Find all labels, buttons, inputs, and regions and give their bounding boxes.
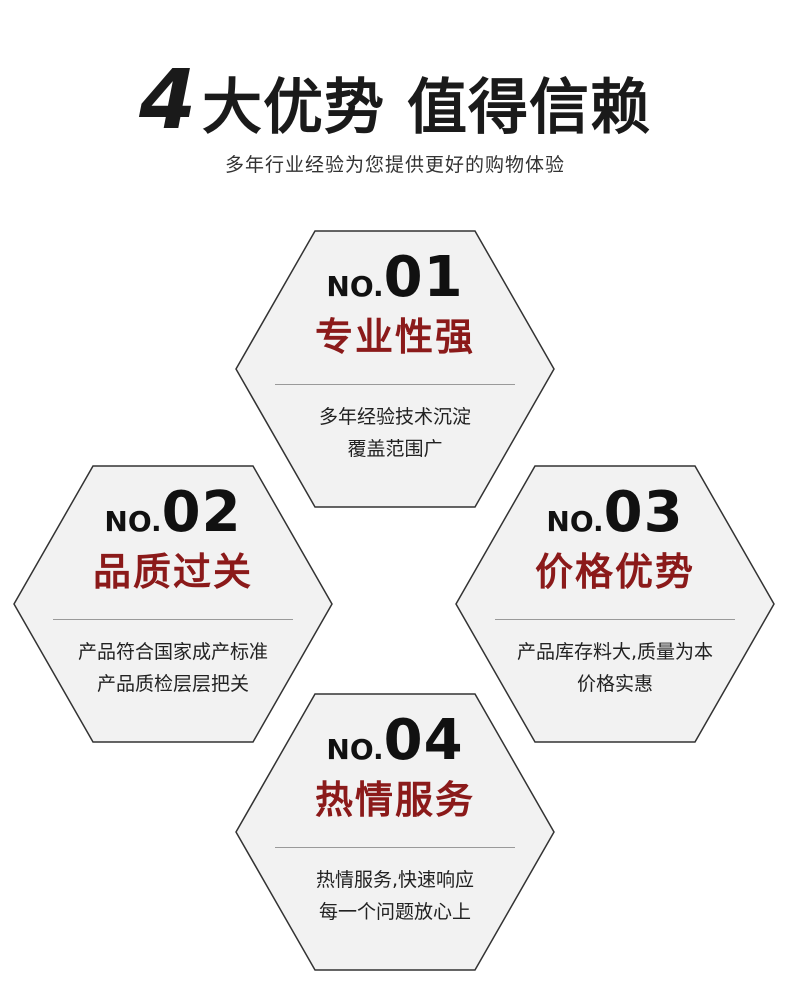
item-title: 热情服务 [314,778,475,822]
item-title: 价格优势 [534,550,695,594]
item-description-line-1: 产品符合国家成产标准 [77,641,268,663]
item-number-prefix: NO. [326,733,384,766]
item-description-line-2: 覆盖范围广 [347,438,443,460]
item-divider [275,847,515,848]
title-part-2: 值得信赖 [407,73,652,143]
title-number: 4 [138,53,197,148]
item-description-line-1: 热情服务,快速响应 [315,869,475,891]
hexagon-shape [13,465,333,743]
item-divider [275,384,515,385]
item-description-line-1: 产品库存料大,质量为本 [516,641,714,663]
hexagon-shape [235,693,555,971]
item-divider [53,619,293,620]
item-number-prefix: NO. [104,505,162,538]
item-description-line-1: 多年经验技术沉淀 [318,406,471,428]
advantage-card-02: NO.02 品质过关 产品符合国家成产标准 产品质检层层把关 [13,465,333,743]
item-title: 品质过关 [92,550,253,594]
item-description-line-2: 产品质检层层把关 [96,673,249,695]
item-number: NO.02 [13,485,333,541]
item-number-digits: 01 [383,245,464,310]
item-description-line-2: 价格实惠 [576,673,653,695]
item-number: NO.04 [235,713,555,769]
advantage-card-01: NO.01 专业性强 多年经验技术沉淀 覆盖范围广 [235,230,555,508]
advantage-card-03: NO.03 价格优势 产品库存料大,质量为本 价格实惠 [455,465,775,743]
item-title: 专业性强 [314,315,475,359]
item-number-prefix: NO. [326,270,384,303]
item-number: NO.01 [235,250,555,306]
title-part-1: 大优势 [202,73,386,143]
item-divider [495,619,735,620]
advantage-card-04: NO.04 热情服务 热情服务,快速响应 每一个问题放心上 [235,693,555,971]
item-number-digits: 03 [603,480,684,545]
item-number: NO.03 [455,485,775,541]
hexagon-shape [235,230,555,508]
hexagon-shape [455,465,775,743]
item-number-prefix: NO. [546,505,604,538]
item-number-digits: 04 [383,708,464,773]
item-number-digits: 02 [161,480,242,545]
item-description-line-2: 每一个问题放心上 [318,901,471,923]
page-subtitle: 多年行业经验为您提供更好的购物体验 [224,154,565,176]
